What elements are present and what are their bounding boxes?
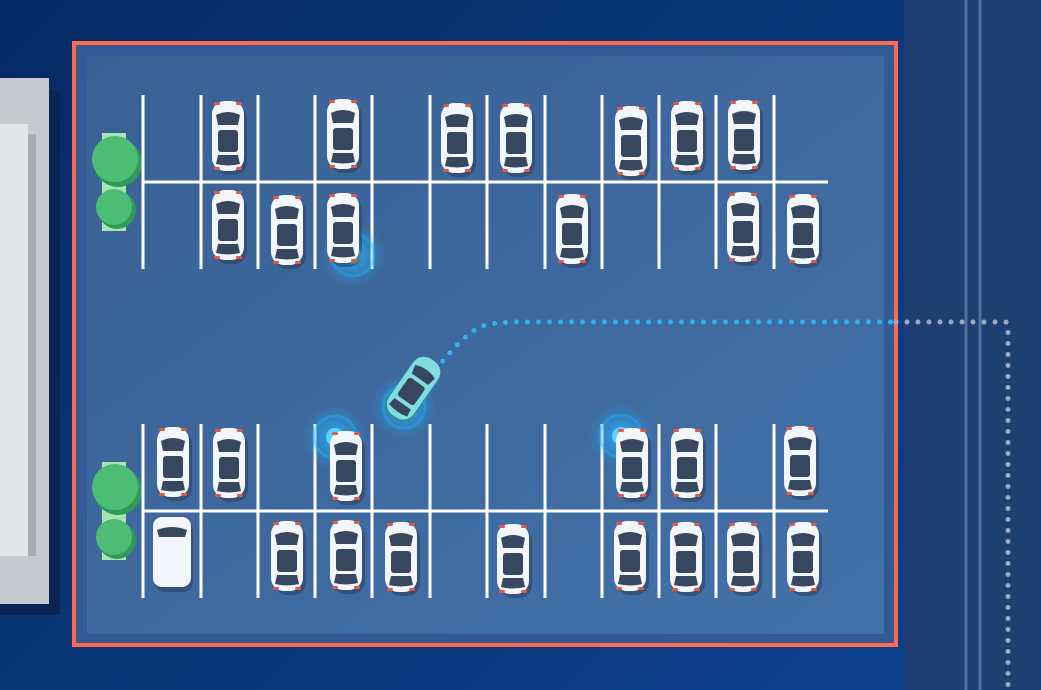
parked-cars — [153, 99, 822, 598]
car-icon — [784, 426, 819, 500]
car-icon — [787, 522, 822, 596]
car-icon — [670, 522, 705, 596]
car-icon — [616, 428, 651, 502]
car-icon — [330, 431, 365, 505]
tree-icon — [96, 189, 136, 229]
car-icon — [556, 194, 591, 268]
car-icon — [787, 194, 822, 268]
car-icon — [728, 100, 763, 174]
tree-icon — [96, 519, 136, 559]
building-icon — [0, 78, 60, 615]
parking-lines — [141, 95, 828, 598]
car-icon — [497, 524, 532, 598]
car-icon — [271, 521, 306, 595]
tree-icon — [92, 136, 142, 187]
car-icon — [157, 427, 192, 501]
car-icon — [727, 192, 762, 266]
car-icon — [671, 101, 706, 175]
car-icon — [212, 190, 247, 264]
road — [904, 0, 1041, 690]
van-icon — [153, 517, 193, 592]
car-icon — [330, 520, 365, 594]
car-icon — [385, 522, 420, 596]
car-icon — [327, 193, 362, 267]
car-icon — [500, 103, 535, 177]
car-icon — [614, 521, 649, 595]
car-icon — [327, 99, 362, 173]
car-icon — [615, 106, 650, 180]
tree-icon — [92, 464, 142, 515]
route-path-active — [433, 319, 895, 373]
car-icon — [671, 428, 706, 502]
car-icon — [213, 428, 248, 502]
car-icon — [441, 103, 476, 177]
autonomous-car-icon — [385, 356, 441, 422]
car-icon — [212, 101, 247, 175]
greenery — [92, 133, 142, 560]
route-path-road — [893, 319, 1011, 690]
car-icon — [271, 195, 306, 269]
car-icon — [727, 522, 762, 596]
